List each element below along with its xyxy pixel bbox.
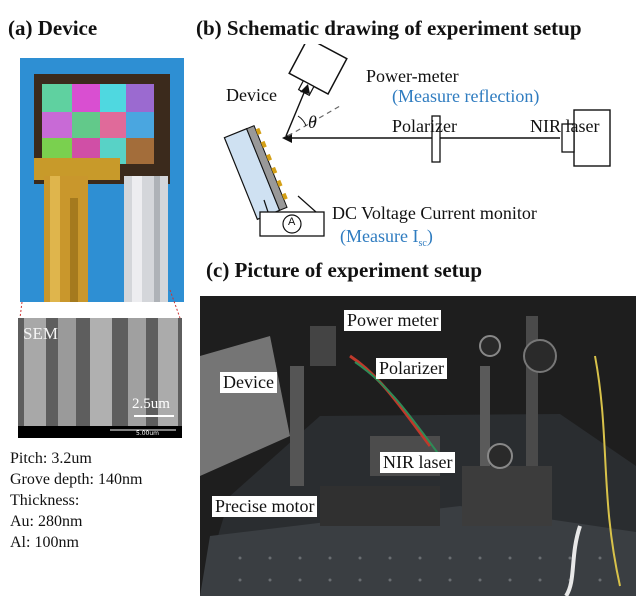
measure-isc-text: (Measure I (340, 226, 419, 246)
schematic-measure-isc: (Measure Isc) (340, 226, 433, 249)
schematic-drawing (223, 44, 611, 237)
spec-al: Al: 100nm (10, 534, 79, 551)
photo-nir-laser-label: NIR laser (380, 452, 456, 473)
panel-b-title: (b) Schematic drawing of experiment setu… (196, 16, 582, 40)
schematic-power-meter-label: Power-meter (366, 66, 459, 86)
scale-bar-label: 2.5um (132, 396, 170, 412)
photo-device-label: Device (220, 372, 277, 393)
sem-label: SEM (23, 324, 58, 343)
measure-isc-sub: sc (418, 238, 427, 249)
zoom-lines (19, 289, 181, 319)
photo-power-meter-label: Power meter (344, 310, 442, 331)
spec-thickness: Thickness: (10, 492, 80, 509)
schematic-measure-reflection: (Measure reflection) (392, 86, 540, 106)
spec-au: Au: 280nm (10, 513, 83, 530)
spec-pitch: Pitch: 3.2um (10, 450, 92, 467)
schematic-nir-laser-label: NIR laser (530, 116, 600, 136)
schematic-dc-monitor-label: DC Voltage Current monitor (332, 203, 537, 223)
photo-polarizer-label: Polarizer (376, 358, 447, 379)
schematic-ammeter-label: A (288, 216, 296, 228)
panel-a-title: (a) Device (8, 16, 98, 40)
sem-image: SEM 2.5um 5.00um (18, 318, 182, 438)
schematic-theta: θ (308, 112, 317, 132)
scale-small-label: 5.00um (136, 430, 160, 437)
device-photo (20, 58, 184, 302)
schematic-polarizer-label: Polarizer (392, 116, 457, 136)
measure-isc-end: ) (426, 226, 433, 246)
experiment-photo: Power meter Polarizer Device NIR laser P… (200, 296, 636, 596)
spec-groove-depth: Grove depth: 140nm (10, 471, 143, 488)
schematic-device-label: Device (226, 85, 277, 105)
photo-precise-motor-label: Precise motor (212, 496, 318, 517)
panel-c-title: (c) Picture of experiment setup (206, 258, 483, 282)
device-specs: Pitch: 3.2um Grove depth: 140nm Thicknes… (10, 448, 142, 553)
